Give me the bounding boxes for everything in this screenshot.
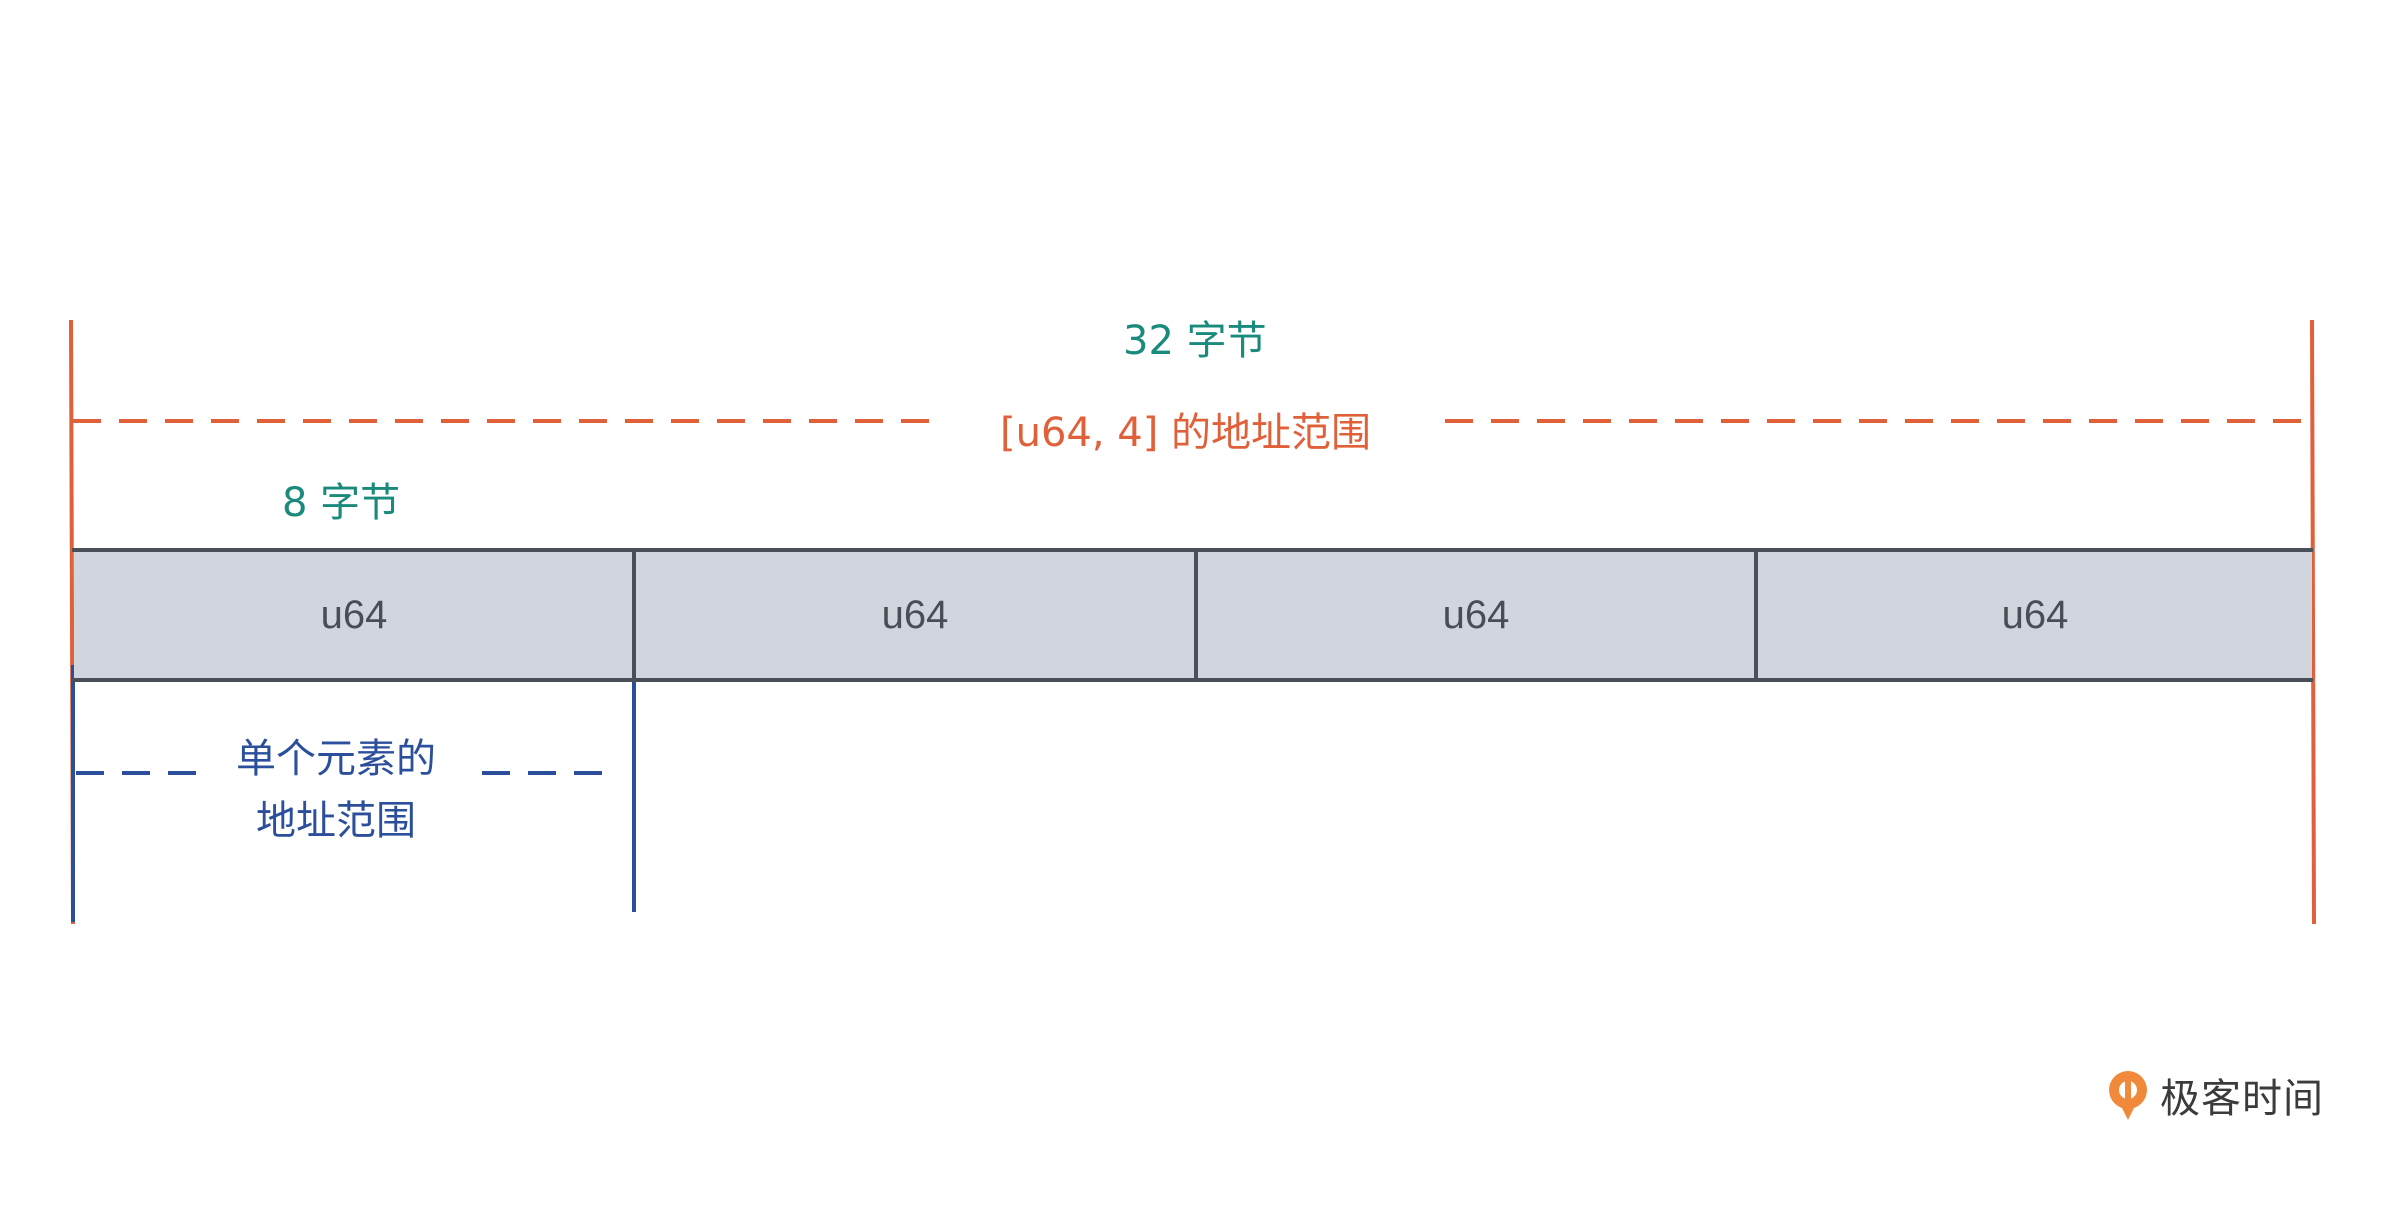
total-size-label: 32 字节 (1123, 318, 1267, 364)
array-cell-4: u64 (1758, 550, 2312, 680)
brand-logo-icon (2109, 1071, 2147, 1120)
array-range-right-bound (2310, 319, 2316, 925)
brand-logo: 极客时间 (2104, 1066, 2324, 1124)
array-bottom-border (72, 678, 2313, 682)
element-size-label: 8 字节 (282, 480, 401, 526)
cell-type-label: u64 (1442, 592, 1510, 637)
element-range-label-line2: 地址范围 (256, 798, 416, 844)
array-top-border (72, 548, 2313, 552)
cell-divider (1194, 548, 1198, 682)
brand-name: 极客时间 (2160, 1076, 2324, 1122)
cell-type-label: u64 (320, 592, 388, 637)
cell-type-label: u64 (881, 592, 949, 637)
array-cell-3: u64 (1198, 550, 1754, 680)
cell-type-label: u64 (2001, 592, 2069, 637)
cell-divider (632, 548, 636, 682)
array-range-label: [u64, 4] 的地址范围 (1000, 410, 1372, 456)
element-range-label-line1: 单个元素的 (236, 736, 436, 782)
array-cell-2: u64 (636, 550, 1194, 680)
array-cell-1: u64 (74, 550, 634, 680)
element-range-label: 单个元素的 地址范围 (236, 728, 436, 852)
cell-divider (1754, 548, 1758, 682)
